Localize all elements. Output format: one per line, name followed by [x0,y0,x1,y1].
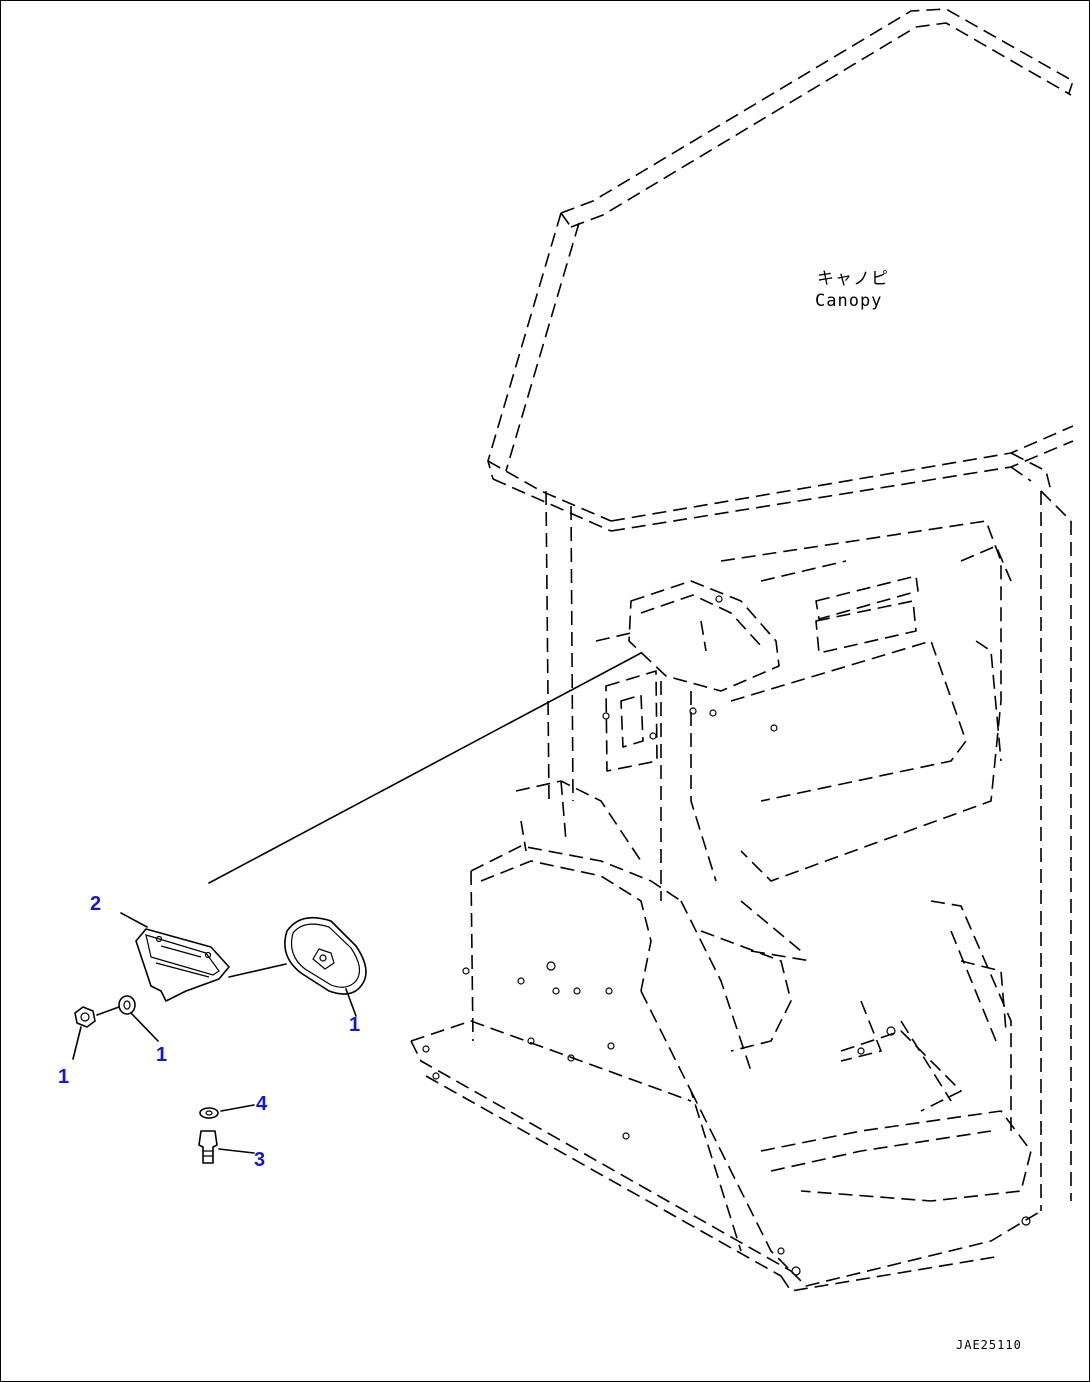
callout-mirror: 1 [349,1014,361,1036]
callout-lower-washer: 4 [256,1093,268,1115]
rear-panel [720,520,1012,882]
lower-washer-part [199,1107,219,1119]
canopy-label-en: Canopy [815,291,883,311]
bracket-part [135,928,230,1002]
canopy-label-jp: キャノピ [817,269,889,289]
callout-nut: 1 [58,1066,70,1088]
console-base [470,780,812,1272]
mount-leader-line [208,652,642,884]
callout-bolt: 3 [254,1149,266,1171]
document-id: JAE25110 [956,1338,1022,1352]
canopy-roof-frame [487,8,1074,532]
callout-washer: 1 [156,1044,168,1066]
floor-frame [410,900,1042,1292]
canopy-posts [545,490,1072,1211]
washer-part [118,995,136,1015]
bolt-holes [422,595,1031,1276]
mirror-part [284,916,367,995]
canopy-mount-bracket [595,580,780,901]
leader-lines [72,912,357,1154]
bolt-part [198,1130,218,1164]
nut-part [74,1006,96,1028]
callout-bracket: 2 [90,893,102,915]
